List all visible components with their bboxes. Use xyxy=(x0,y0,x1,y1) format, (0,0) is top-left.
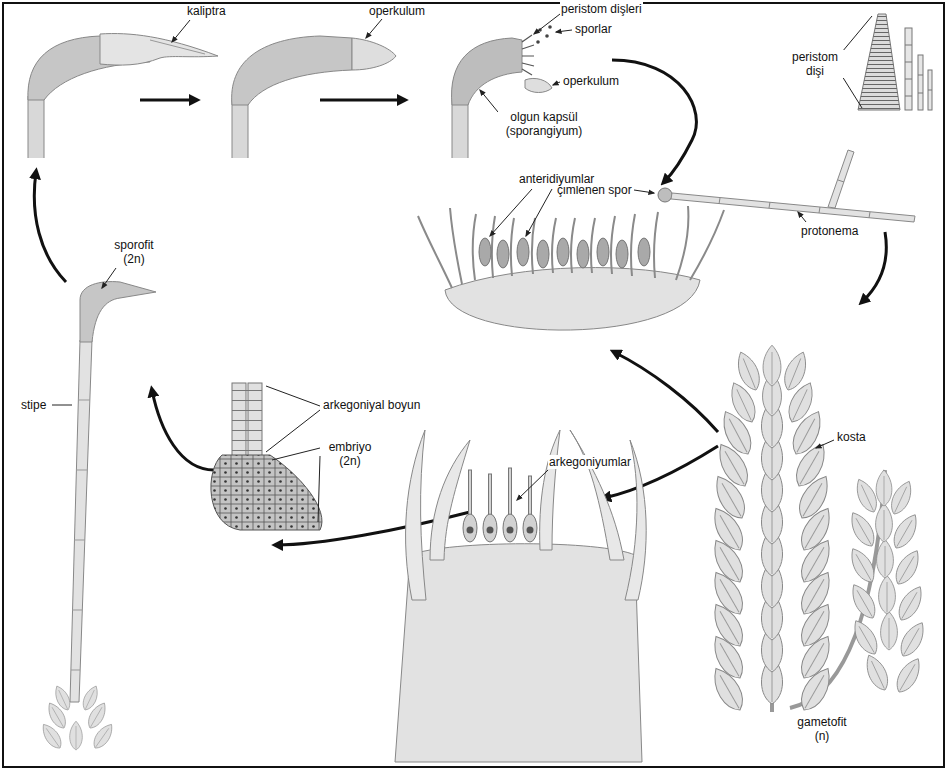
part-label: operkulum xyxy=(368,4,426,18)
part-label: kosta xyxy=(836,430,867,444)
part-label: protonema xyxy=(800,224,859,238)
capsule-with-calyptra xyxy=(28,20,218,158)
part-label: arkegoniyal boyun xyxy=(322,398,421,412)
part-label: arkegoniyumlar xyxy=(548,455,632,469)
frame xyxy=(3,3,944,767)
capsule-with-operculum xyxy=(232,19,396,158)
sporophyte xyxy=(38,268,156,752)
part-label: peristom dişi xyxy=(786,50,844,78)
part-label: operkulum xyxy=(562,74,620,88)
part-label: anteridiyumlar xyxy=(518,172,595,186)
part-label: sporofit (2n) xyxy=(106,238,162,266)
antheridial-head xyxy=(418,189,724,330)
part-label: olgun kapsül (sporangiyum) xyxy=(498,110,590,138)
part-label: kaliptra xyxy=(186,4,227,18)
archegonial-head xyxy=(395,430,646,762)
part-label: embriyo (2n) xyxy=(322,440,378,468)
peristome-tooth-inset xyxy=(842,14,932,110)
part-label: stipe xyxy=(20,398,47,412)
leafy-gametophyte xyxy=(707,345,930,715)
part-label: gametofit (n) xyxy=(790,715,854,743)
part-label: sporlar xyxy=(574,22,613,36)
part-label: peristom dişleri xyxy=(560,2,643,16)
protonema-filament xyxy=(634,150,915,222)
archegonium-with-embryo xyxy=(211,383,322,530)
